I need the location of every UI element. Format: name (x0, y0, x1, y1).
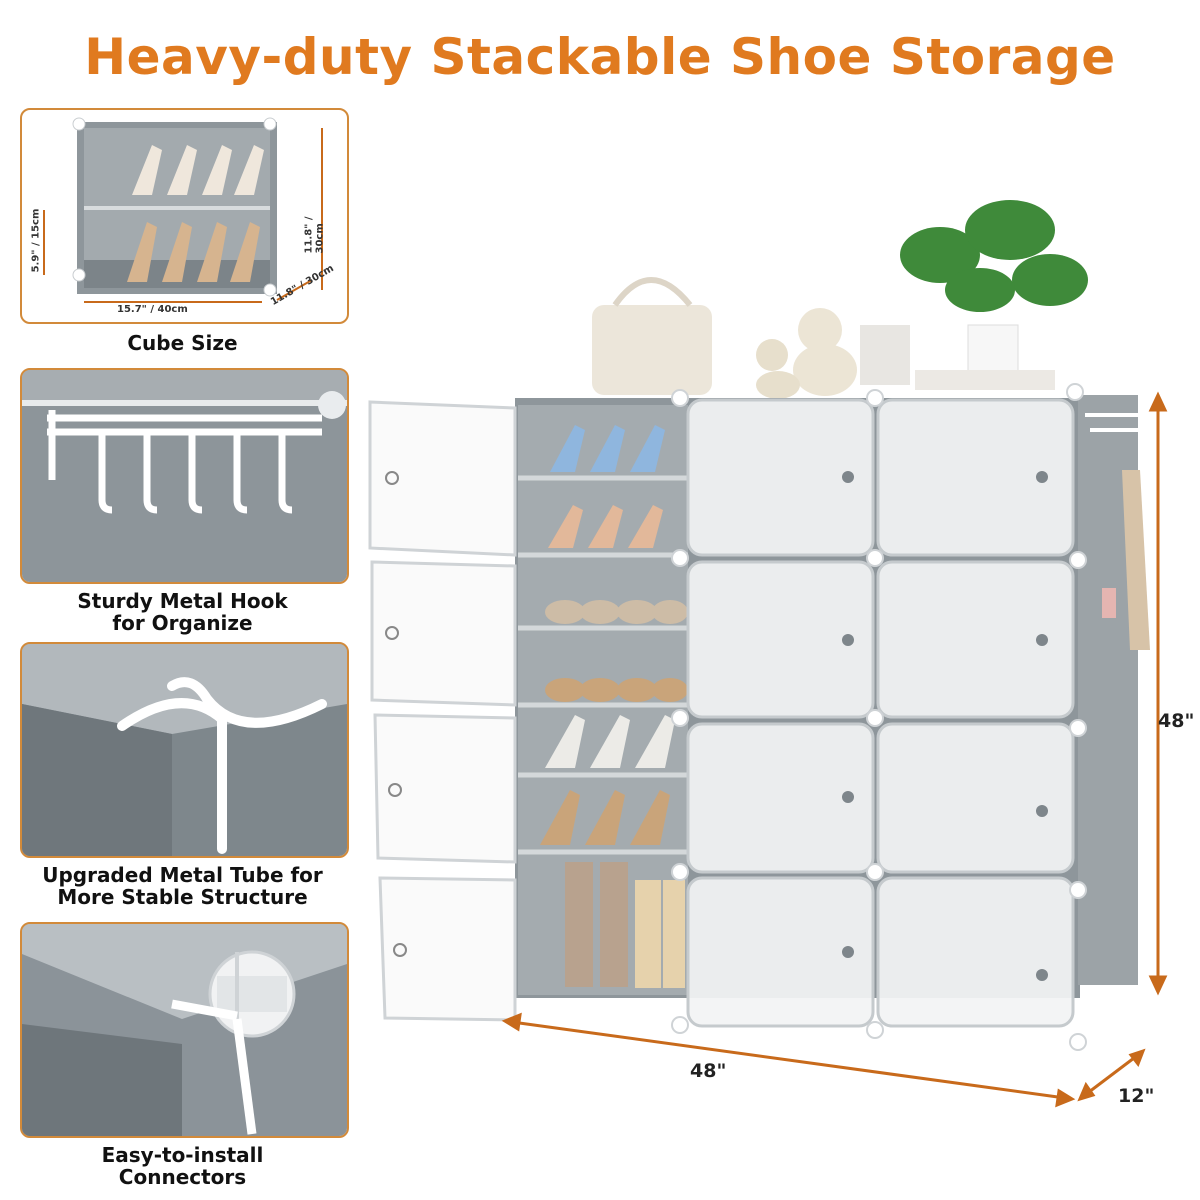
height-dimension-label: 48" (1158, 710, 1195, 732)
cube-size-panel: 11.8" / 30cm 5.9" / 15cm 15.7" / 40cm 11… (20, 108, 349, 324)
tube-caption-line2: More Stable Structure (57, 885, 308, 909)
width-dimension-label: 48" (690, 1060, 727, 1082)
connector-caption-line1: Easy-to-install (101, 1143, 264, 1167)
cube-height-label: 11.8" / 30cm (303, 216, 326, 254)
hook-panel (20, 368, 349, 584)
teddy-bear-decor (756, 308, 857, 399)
cube-shelf-label: 5.9" / 15cm (30, 208, 42, 273)
cube-size-caption: Cube Size (127, 331, 238, 355)
tube-caption-line1: Upgraded Metal Tube for (42, 863, 323, 887)
connector-caption-line2: Connectors (118, 1165, 247, 1189)
page-title: Heavy-duty Stackable Shoe Storage (84, 28, 1116, 86)
shoes-open-column (540, 425, 688, 988)
hook-caption-line2: for Organize (112, 611, 253, 635)
tube-panel (20, 642, 349, 858)
depth-dimension-label: 12" (1118, 1085, 1155, 1107)
tube-illustration (22, 644, 347, 856)
hook-illustration (22, 370, 347, 582)
connector-illustration (22, 924, 347, 1136)
plant-decor (900, 200, 1088, 378)
cube-width-label: 15.7" / 40cm (117, 304, 188, 315)
cube-illustration (43, 117, 323, 303)
handbag-decor (592, 277, 712, 395)
connector-panel (20, 922, 349, 1138)
hook-caption-line1: Sturdy Metal Hook (77, 589, 288, 613)
